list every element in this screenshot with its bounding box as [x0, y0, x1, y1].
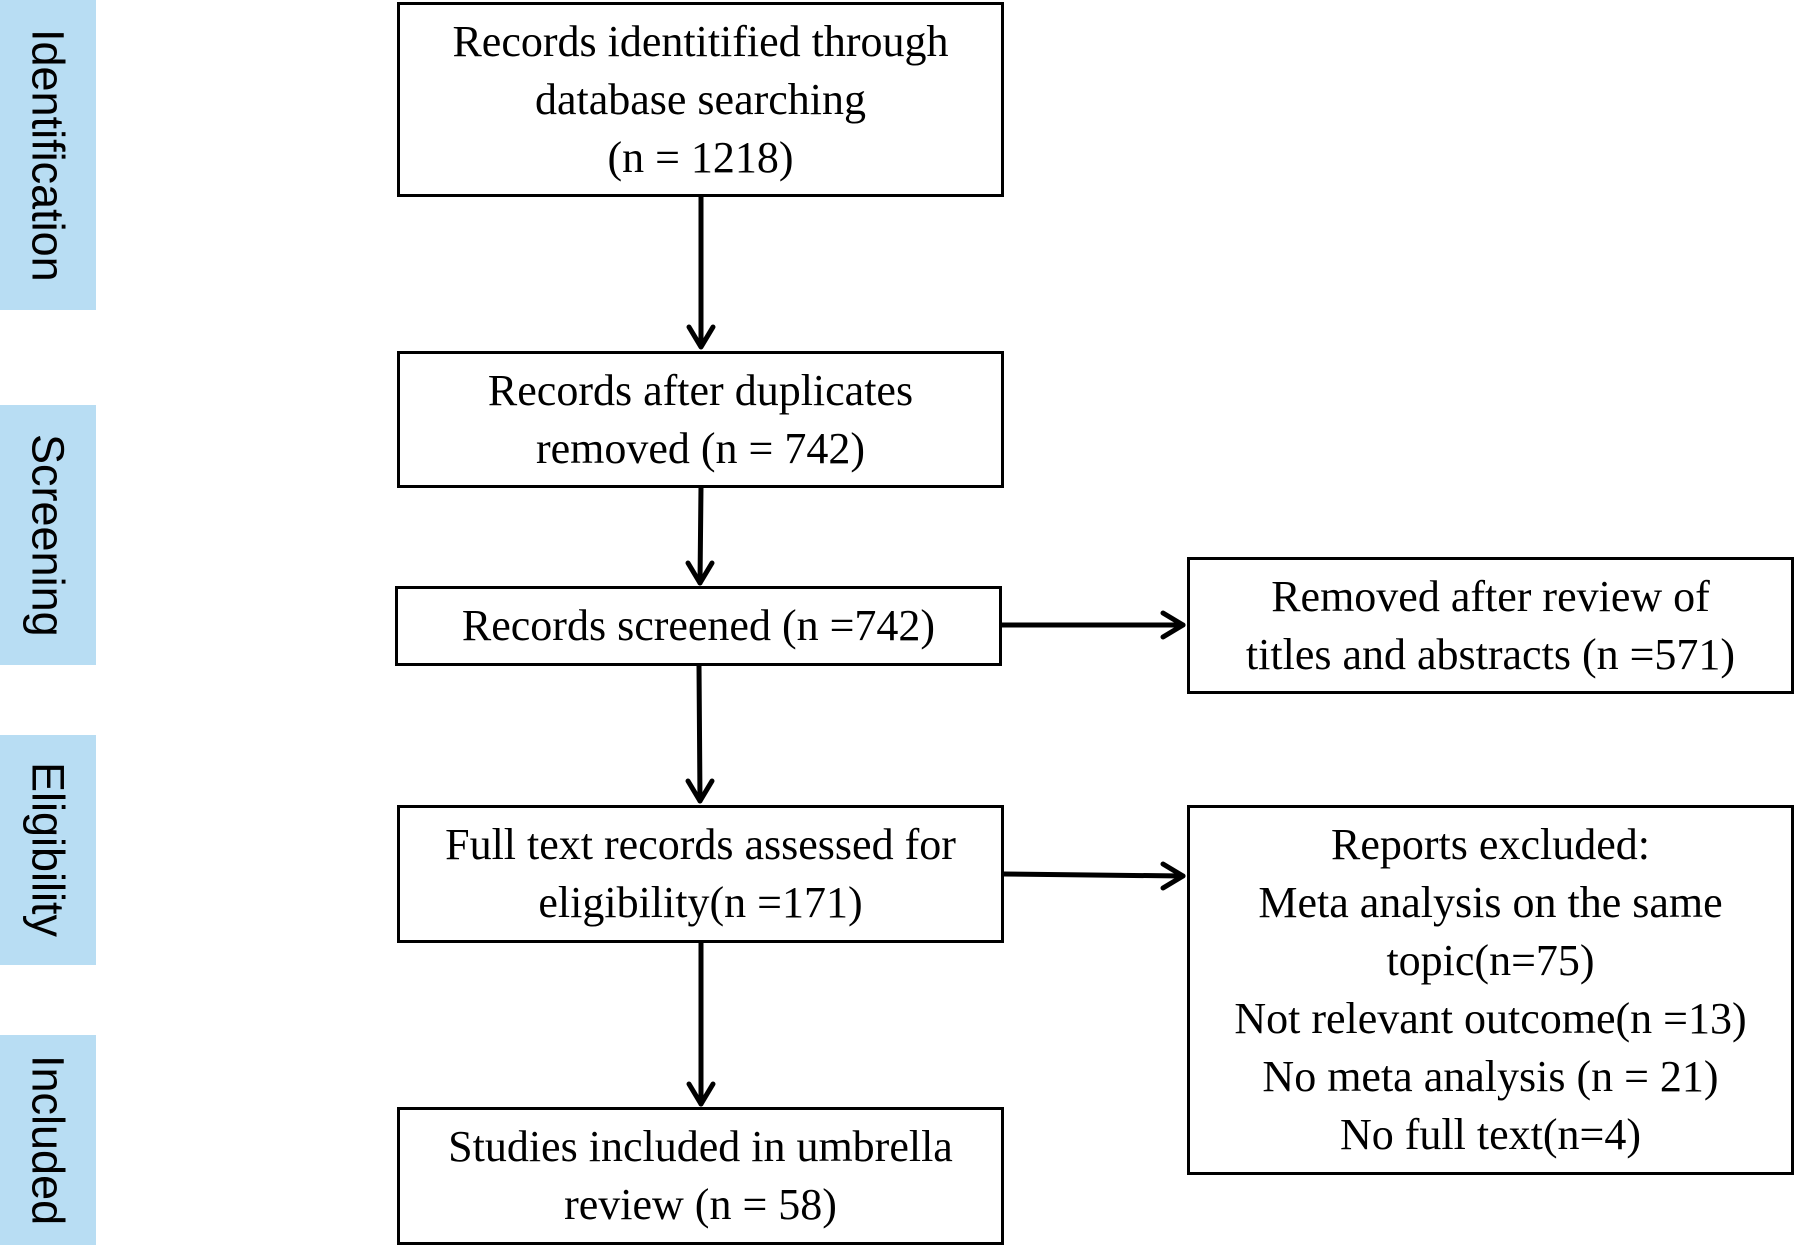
- stage-screening: Screening: [0, 405, 96, 665]
- arrow-screened-to-fulltext: [696, 662, 703, 804]
- arrowhead-screened-to-removed: [1160, 610, 1186, 640]
- box-removed-after-review-line-2: titles and abstracts (n =571): [1245, 629, 1736, 679]
- stage-identification-label: Identification: [22, 28, 74, 282]
- arrowhead-fulltext-to-excluded: [1160, 861, 1186, 891]
- box-removed-after-review-line-1: Removed after review of: [1271, 571, 1710, 621]
- stage-screening-label: Screening: [22, 433, 74, 637]
- box-records-after-duplicates-line-2: removed (n = 742): [535, 423, 866, 473]
- box-reports-excluded-line-6: No full text(n=4): [1340, 1110, 1641, 1159]
- box-full-text-assessed-line-1: Full text records assessed for: [445, 820, 956, 869]
- box-records-identified: Records identitified through database se…: [397, 2, 1004, 197]
- box-reports-excluded-line-3: topic(n=75): [1386, 936, 1595, 985]
- box-reports-excluded: Reports excluded: Meta analysis on the s…: [1187, 805, 1794, 1175]
- box-studies-included-line-1: Studies included in umbrella: [448, 1122, 953, 1171]
- box-reports-excluded-line-1: Reports excluded:: [1331, 820, 1650, 869]
- stage-included-label: Included: [22, 1054, 74, 1226]
- arrowhead-deduplicated-to-screened: [685, 560, 715, 586]
- stage-included: Included: [0, 1035, 96, 1245]
- box-records-after-duplicates-line-1: Records after duplicates: [487, 365, 914, 415]
- box-full-text-assessed: Full text records assessed for eligibili…: [397, 805, 1004, 943]
- box-records-identified-line-2: database searching: [534, 74, 867, 124]
- box-records-after-duplicates: Records after duplicates removed (n = 74…: [397, 351, 1004, 488]
- box-studies-included-line-2: review (n = 58): [564, 1180, 837, 1229]
- box-records-screened-line-1: Records screened (n =742): [461, 601, 936, 650]
- arrowhead-fulltext-to-included: [686, 1081, 716, 1107]
- box-reports-excluded-line-2: Meta analysis on the same: [1258, 878, 1723, 927]
- arrowhead-screened-to-fulltext: [685, 778, 715, 804]
- arrow-fulltext-to-excluded: [1001, 871, 1186, 879]
- stage-eligibility-label: Eligibility: [22, 762, 74, 938]
- arrow-deduplicated-to-screened: [697, 484, 704, 586]
- box-studies-included: Studies included in umbrella review (n =…: [397, 1107, 1004, 1245]
- box-removed-after-review: Removed after review of titles and abstr…: [1187, 557, 1794, 694]
- stage-eligibility: Eligibility: [0, 735, 96, 965]
- arrowhead-identified-to-deduplicated: [686, 324, 716, 350]
- box-records-screened: Records screened (n =742): [395, 586, 1002, 666]
- box-records-identified-line-1: Records identitified through: [452, 16, 949, 66]
- box-reports-excluded-line-5: No meta analysis (n = 21): [1262, 1052, 1719, 1101]
- box-records-identified-line-3: (n = 1218): [607, 132, 794, 182]
- stage-identification: Identification: [0, 0, 96, 310]
- box-full-text-assessed-line-2: eligibility(n =171): [538, 878, 863, 927]
- box-reports-excluded-line-4: Not relevant outcome(n =13): [1234, 994, 1747, 1043]
